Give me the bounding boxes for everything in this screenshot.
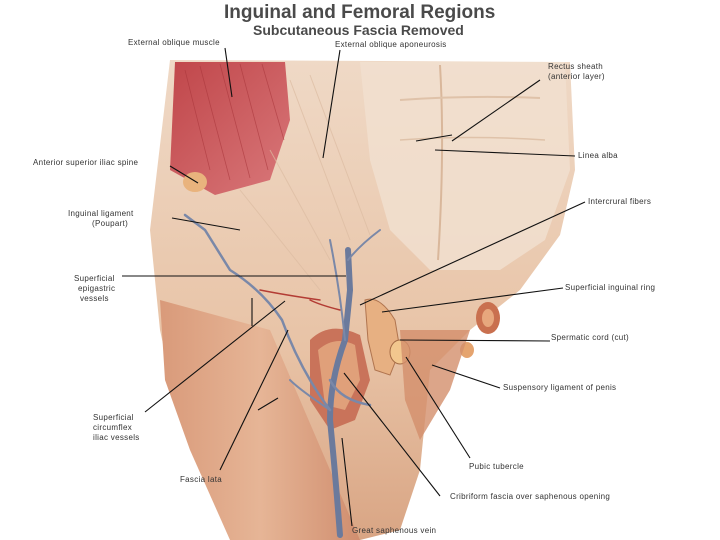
asis-bump: [183, 172, 207, 192]
label-external-oblique-muscle: External oblique muscle: [128, 38, 220, 47]
page-subtitle: Subcutaneous Fascia Removed: [253, 22, 464, 38]
label-rectus-sheath-1: Rectus sheath: [548, 62, 604, 71]
label-great-saphenous-vein: Great saphenous vein: [352, 526, 437, 535]
label-fascia-lata: Fascia lata: [180, 475, 222, 484]
label-superficial-epigastric-1: Superficial: [74, 274, 115, 283]
label-circumflex-3: iliac vessels: [93, 433, 140, 442]
label-inguinal-ligament-2: (Poupart): [92, 219, 129, 228]
rectus-sheath: [360, 62, 570, 270]
label-superficial-epigastric-3: vessels: [80, 294, 109, 303]
label-linea-alba: Linea alba: [578, 151, 618, 160]
pointer-lines: [122, 47, 586, 527]
page-title: Inguinal and Femoral Regions: [224, 2, 496, 23]
label-rectus-sheath-2: (anterior layer): [548, 72, 605, 81]
label-superficial-epigastric-2: epigastric: [78, 284, 116, 293]
label-circumflex-2: circumflex: [93, 423, 133, 432]
label-circumflex-1: Superficial: [93, 413, 134, 422]
external-oblique-muscle: [170, 62, 290, 195]
label-spermatic-cord: Spermatic cord (cut): [551, 333, 630, 342]
label-inguinal-ligament-1: Inguinal ligament: [68, 209, 134, 218]
label-external-oblique-aponeurosis: External oblique aponeurosis: [335, 40, 447, 49]
label-suspensory-ligament: Suspensory ligament of penis: [503, 383, 617, 392]
great-saphenous-vein: [326, 247, 354, 538]
label-pubic-tubercle: Pubic tubercle: [469, 462, 524, 471]
label-intercrural-fibers: Intercrural fibers: [588, 197, 652, 206]
label-cribriform-fascia: Cribriform fascia over saphenous opening: [450, 492, 611, 501]
label-superficial-inguinal-ring: Superficial inguinal ring: [565, 283, 656, 292]
label-asis: Anterior superior iliac spine: [33, 158, 139, 167]
